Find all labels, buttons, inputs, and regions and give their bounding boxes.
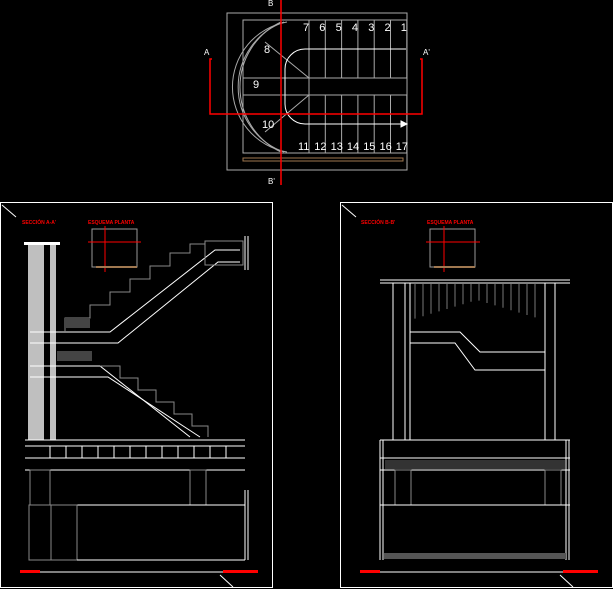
landing-step-number: 9 [253,79,259,91]
step-number: 17 [396,141,408,153]
step-number: 1 [401,22,407,34]
mark-b: B [268,0,273,8]
step-number: 3 [368,22,374,34]
section-line-a [209,58,423,115]
sheet-frame-right [340,202,613,588]
step-number: 11 [298,141,309,153]
mark-a-prime: A' [423,48,430,57]
section-b-sheet: SECCIÓN B-B' ESQUEMA PLANTA [340,202,613,588]
step-number: 6 [319,22,325,34]
mark-b-prime: B' [268,177,275,186]
step-number: 12 [314,141,326,153]
section-a-sheet: SECCIÓN A-A' ESQUEMA PLANTA [0,202,273,588]
section-b-title: SECCIÓN B-B' [361,218,395,226]
landing-step-number: 10 [262,119,274,131]
section-b-schema-title: ESQUEMA PLANTA [427,220,474,226]
step-number: 5 [336,22,342,34]
section-cut-lines [209,0,423,185]
mark-a: A [204,48,210,57]
step-number: 2 [385,22,391,34]
stair-plan [226,12,409,171]
step-number: 15 [363,141,375,153]
step-number: 14 [347,141,359,153]
landing-step-number: 8 [264,44,270,56]
section-a-title: SECCIÓN A-A' [22,218,56,226]
step-number: 7 [303,22,309,34]
step-number: 16 [380,141,392,153]
sheet-frame-left [0,202,273,588]
step-number: 4 [352,22,358,34]
plan-wood-strip [242,157,404,162]
section-a-schema-title: ESQUEMA PLANTA [88,220,135,226]
step-number: 13 [331,141,343,153]
